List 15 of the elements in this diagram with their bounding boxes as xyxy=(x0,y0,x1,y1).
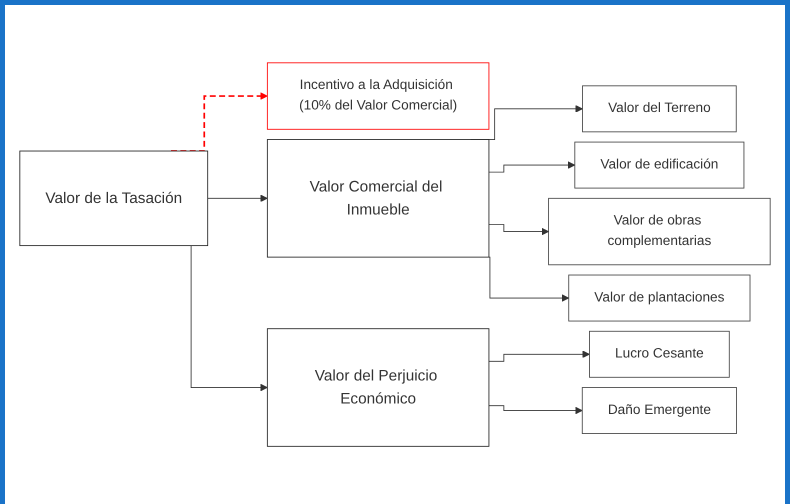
arrow xyxy=(488,161,576,172)
node-box: Valor de edificación xyxy=(574,142,744,188)
arrow xyxy=(488,350,590,362)
node-box: Lucro Cesante xyxy=(589,330,730,378)
arrow xyxy=(488,405,583,414)
arrow xyxy=(488,224,549,236)
node-box: Valor del Perjuicio Económico xyxy=(266,328,490,447)
arrow xyxy=(207,194,268,202)
node-box: Valor de la Tasación xyxy=(19,150,208,246)
node-box: Valor del Terreno xyxy=(582,85,737,132)
node-box: Daño Emergente xyxy=(582,387,737,434)
node-box: Incentivo a la Adquisición (10% del Valor Comercial) xyxy=(266,62,490,130)
node-box: Valor de obras complementarias xyxy=(548,198,771,266)
node-box: Valor de plantaciones xyxy=(568,274,750,322)
node-box: Valor Comercial del Inmueble xyxy=(266,139,490,258)
